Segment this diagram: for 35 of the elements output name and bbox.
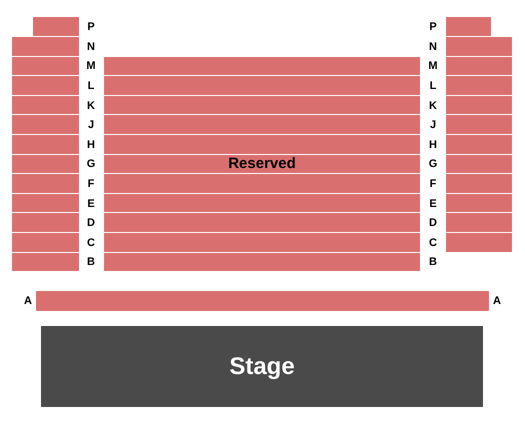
row-letter: B — [86, 256, 96, 268]
row-letter: J — [428, 119, 438, 132]
row-letter: G — [86, 158, 96, 170]
seating-row — [36, 291, 489, 311]
seating-section — [446, 17, 512, 253]
row-letter: D — [428, 217, 438, 230]
row-letter: A — [492, 295, 502, 307]
row-letter: M — [427, 60, 439, 72]
row-letter: A — [23, 295, 33, 307]
row-letter: F — [428, 178, 438, 190]
row-letter: G — [428, 158, 438, 170]
row-letter: M — [85, 60, 97, 72]
row-letter: E — [428, 198, 438, 210]
seating-section — [104, 56, 420, 272]
row-letter: K — [86, 100, 96, 112]
row-letter: L — [428, 80, 438, 92]
row-letter: L — [86, 80, 96, 92]
row-letter: C — [428, 236, 438, 249]
row-letter: D — [86, 217, 96, 230]
row-letter: B — [428, 256, 438, 268]
row-letter: P — [86, 21, 96, 34]
row-letter: J — [86, 119, 96, 132]
row-letter: H — [86, 138, 96, 151]
row-letter: H — [428, 138, 438, 151]
row-letter: P — [428, 21, 438, 34]
seating-section — [12, 17, 79, 272]
stage-label: Stage — [229, 352, 295, 380]
row-letter: F — [86, 178, 96, 190]
row-letter: E — [86, 198, 96, 210]
reserved-label: Reserved — [228, 155, 296, 172]
row-letter: N — [86, 40, 96, 53]
stage — [41, 326, 483, 407]
row-letter: K — [428, 100, 438, 112]
row-letter: N — [428, 40, 438, 53]
row-letter: C — [86, 236, 96, 249]
